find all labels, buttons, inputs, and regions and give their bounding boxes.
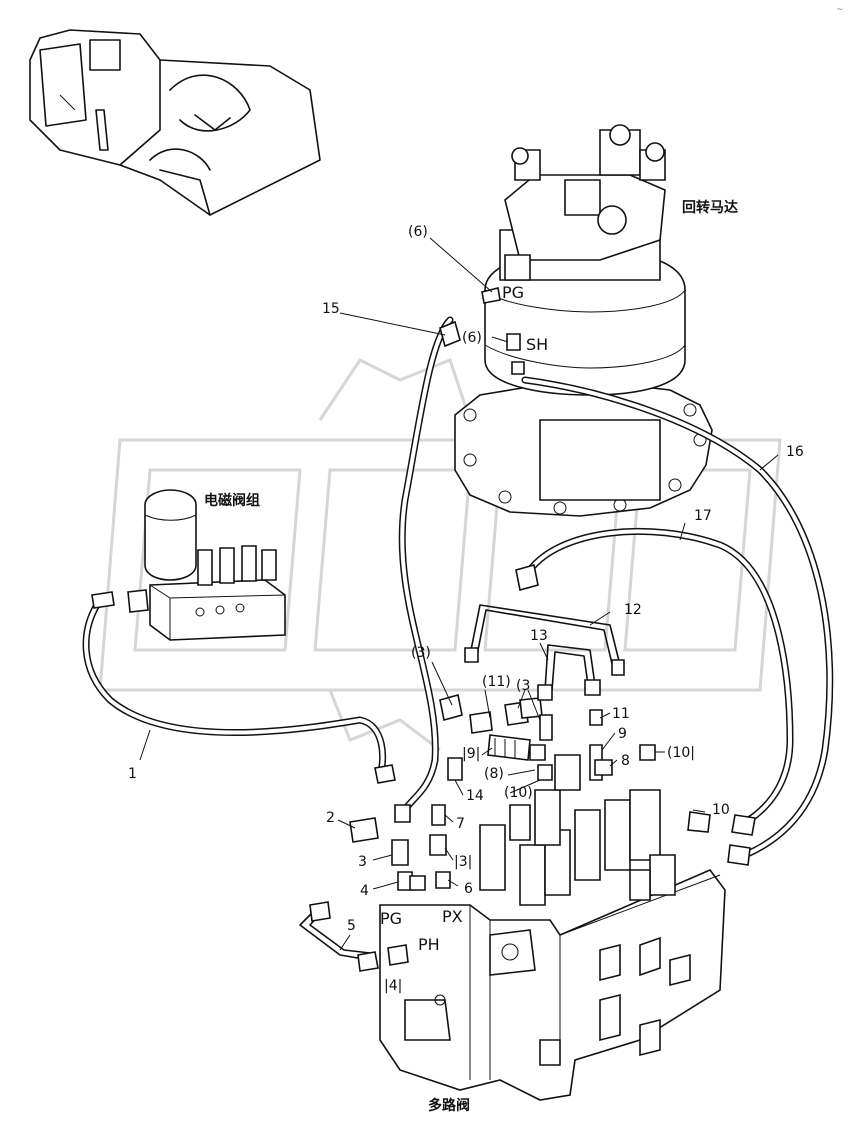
port-ph: PH [418, 935, 440, 954]
hose-1 [82, 596, 387, 779]
callout-paren-10-left: (10) [504, 785, 533, 801]
callout-5: 5 [347, 918, 356, 934]
callout-paren-8: (8) [484, 766, 504, 782]
excavator-sketch [29, 29, 321, 216]
callout-3: 3 [358, 854, 367, 870]
callout-11: 11 [612, 706, 630, 722]
hose-17 [526, 527, 794, 829]
callout-bar-3: |3| [454, 854, 472, 870]
callout-4: 4 [360, 883, 369, 899]
solenoid-valve-group: 电磁阀组 [144, 489, 286, 641]
callout-paren-11: (11) [482, 674, 511, 690]
swing-motor-label: 回转马达 [682, 199, 738, 216]
callout-paren-6-top: (6) [408, 224, 428, 240]
callout-16: 16 [786, 444, 804, 460]
leader-lines [139, 237, 779, 951]
swing-motor: 回转马达 [454, 124, 738, 517]
callout-10: 10 [712, 802, 730, 818]
callout-9: 9 [618, 726, 627, 742]
callout-paren-3-left: (3) [411, 645, 431, 661]
callout-12: 12 [624, 602, 642, 618]
port-pg-top: PG [502, 283, 524, 302]
multi-valve-label: 多路阀 [428, 1097, 470, 1114]
callout-paren-10-right: (10| [667, 745, 695, 761]
callout-1: 1 [128, 766, 137, 782]
callout-8: 8 [621, 753, 630, 769]
callout-6: 6 [464, 881, 473, 897]
hose-15 [398, 316, 454, 814]
callout-paren-3-mid: (3 [516, 678, 530, 694]
callout-7: 7 [456, 816, 465, 832]
callout-bar-9: |9| [462, 746, 480, 762]
port-px: PX [442, 907, 463, 926]
tube-13 [544, 644, 596, 691]
callout-paren-6-sh: (6) [462, 330, 482, 346]
callout-13: 13 [530, 628, 548, 644]
multi-way-valve: 多路阀 PG PX PH [379, 869, 726, 1114]
port-sh: SH [526, 335, 548, 354]
tube-5 [299, 909, 371, 961]
callout-numbers: 1 2 3 4 5 6 7 8 9 10 11 12 13 14 15 16 1… [128, 224, 804, 994]
port-pg-bottom: PG [380, 909, 402, 928]
callout-bar-4: |4| [384, 978, 402, 994]
callout-2: 2 [326, 810, 335, 826]
valve-spool-caps [479, 754, 676, 906]
callout-17: 17 [694, 508, 712, 524]
motor-port-fittings: PG SH [481, 283, 548, 375]
fittings [91, 320, 756, 972]
callout-14: 14 [466, 788, 484, 804]
solenoid-group-label: 电磁阀组 [204, 492, 260, 509]
corner-mark: ~ [836, 5, 844, 15]
hose-16 [521, 376, 834, 859]
callout-15: 15 [322, 301, 340, 317]
tube-12 [469, 604, 621, 669]
